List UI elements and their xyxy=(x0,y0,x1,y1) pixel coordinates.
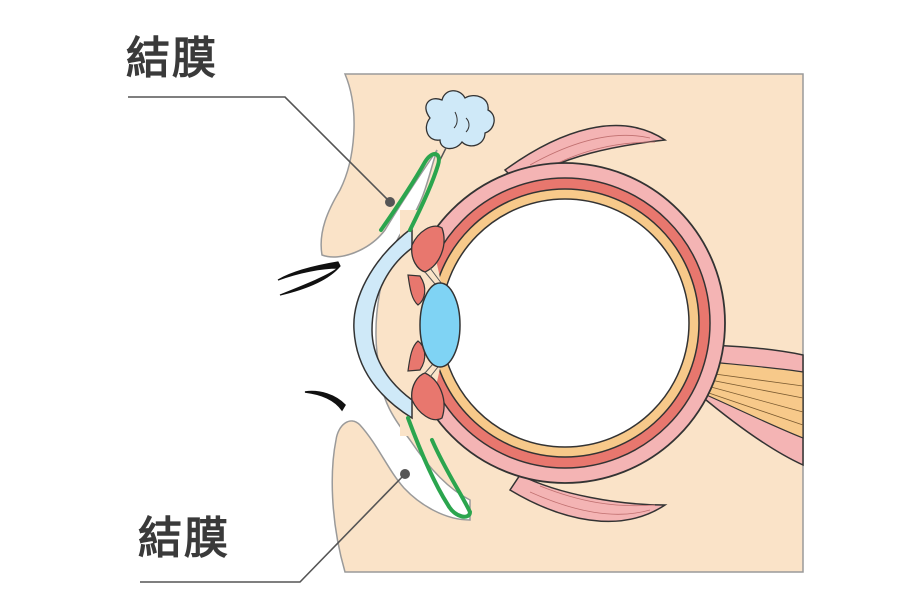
leader-dot-lower xyxy=(400,469,410,479)
optic-nerve xyxy=(689,359,804,439)
leader-dot-upper xyxy=(385,197,395,207)
cornea xyxy=(353,226,413,420)
eyelash-lower-icon xyxy=(304,390,346,412)
iris-root-lower xyxy=(407,340,426,372)
leader-line-upper xyxy=(128,96,391,203)
lower-muscle xyxy=(508,474,668,523)
tear-gland-icon xyxy=(425,90,495,150)
eyelash-upper-icon xyxy=(277,261,341,296)
conjunctiva-label-lower: 結膜 xyxy=(138,513,230,564)
conjunctiva-upper xyxy=(379,152,441,232)
iris-root-upper xyxy=(407,274,426,306)
vitreous-body xyxy=(440,198,690,448)
iris-upper xyxy=(411,225,445,273)
lower-muscle-stripes xyxy=(529,485,656,515)
conjunctiva-label-upper: 結膜 xyxy=(126,33,218,84)
zonule-fibers xyxy=(424,267,446,378)
leader-line-lower xyxy=(140,473,406,583)
optic-nerve-fibers xyxy=(699,371,804,426)
tear-gland-detail xyxy=(453,111,470,133)
lens xyxy=(419,282,461,368)
conjunctiva-lower xyxy=(406,416,473,519)
iris-lower xyxy=(411,372,445,421)
tear-duct xyxy=(439,147,447,161)
